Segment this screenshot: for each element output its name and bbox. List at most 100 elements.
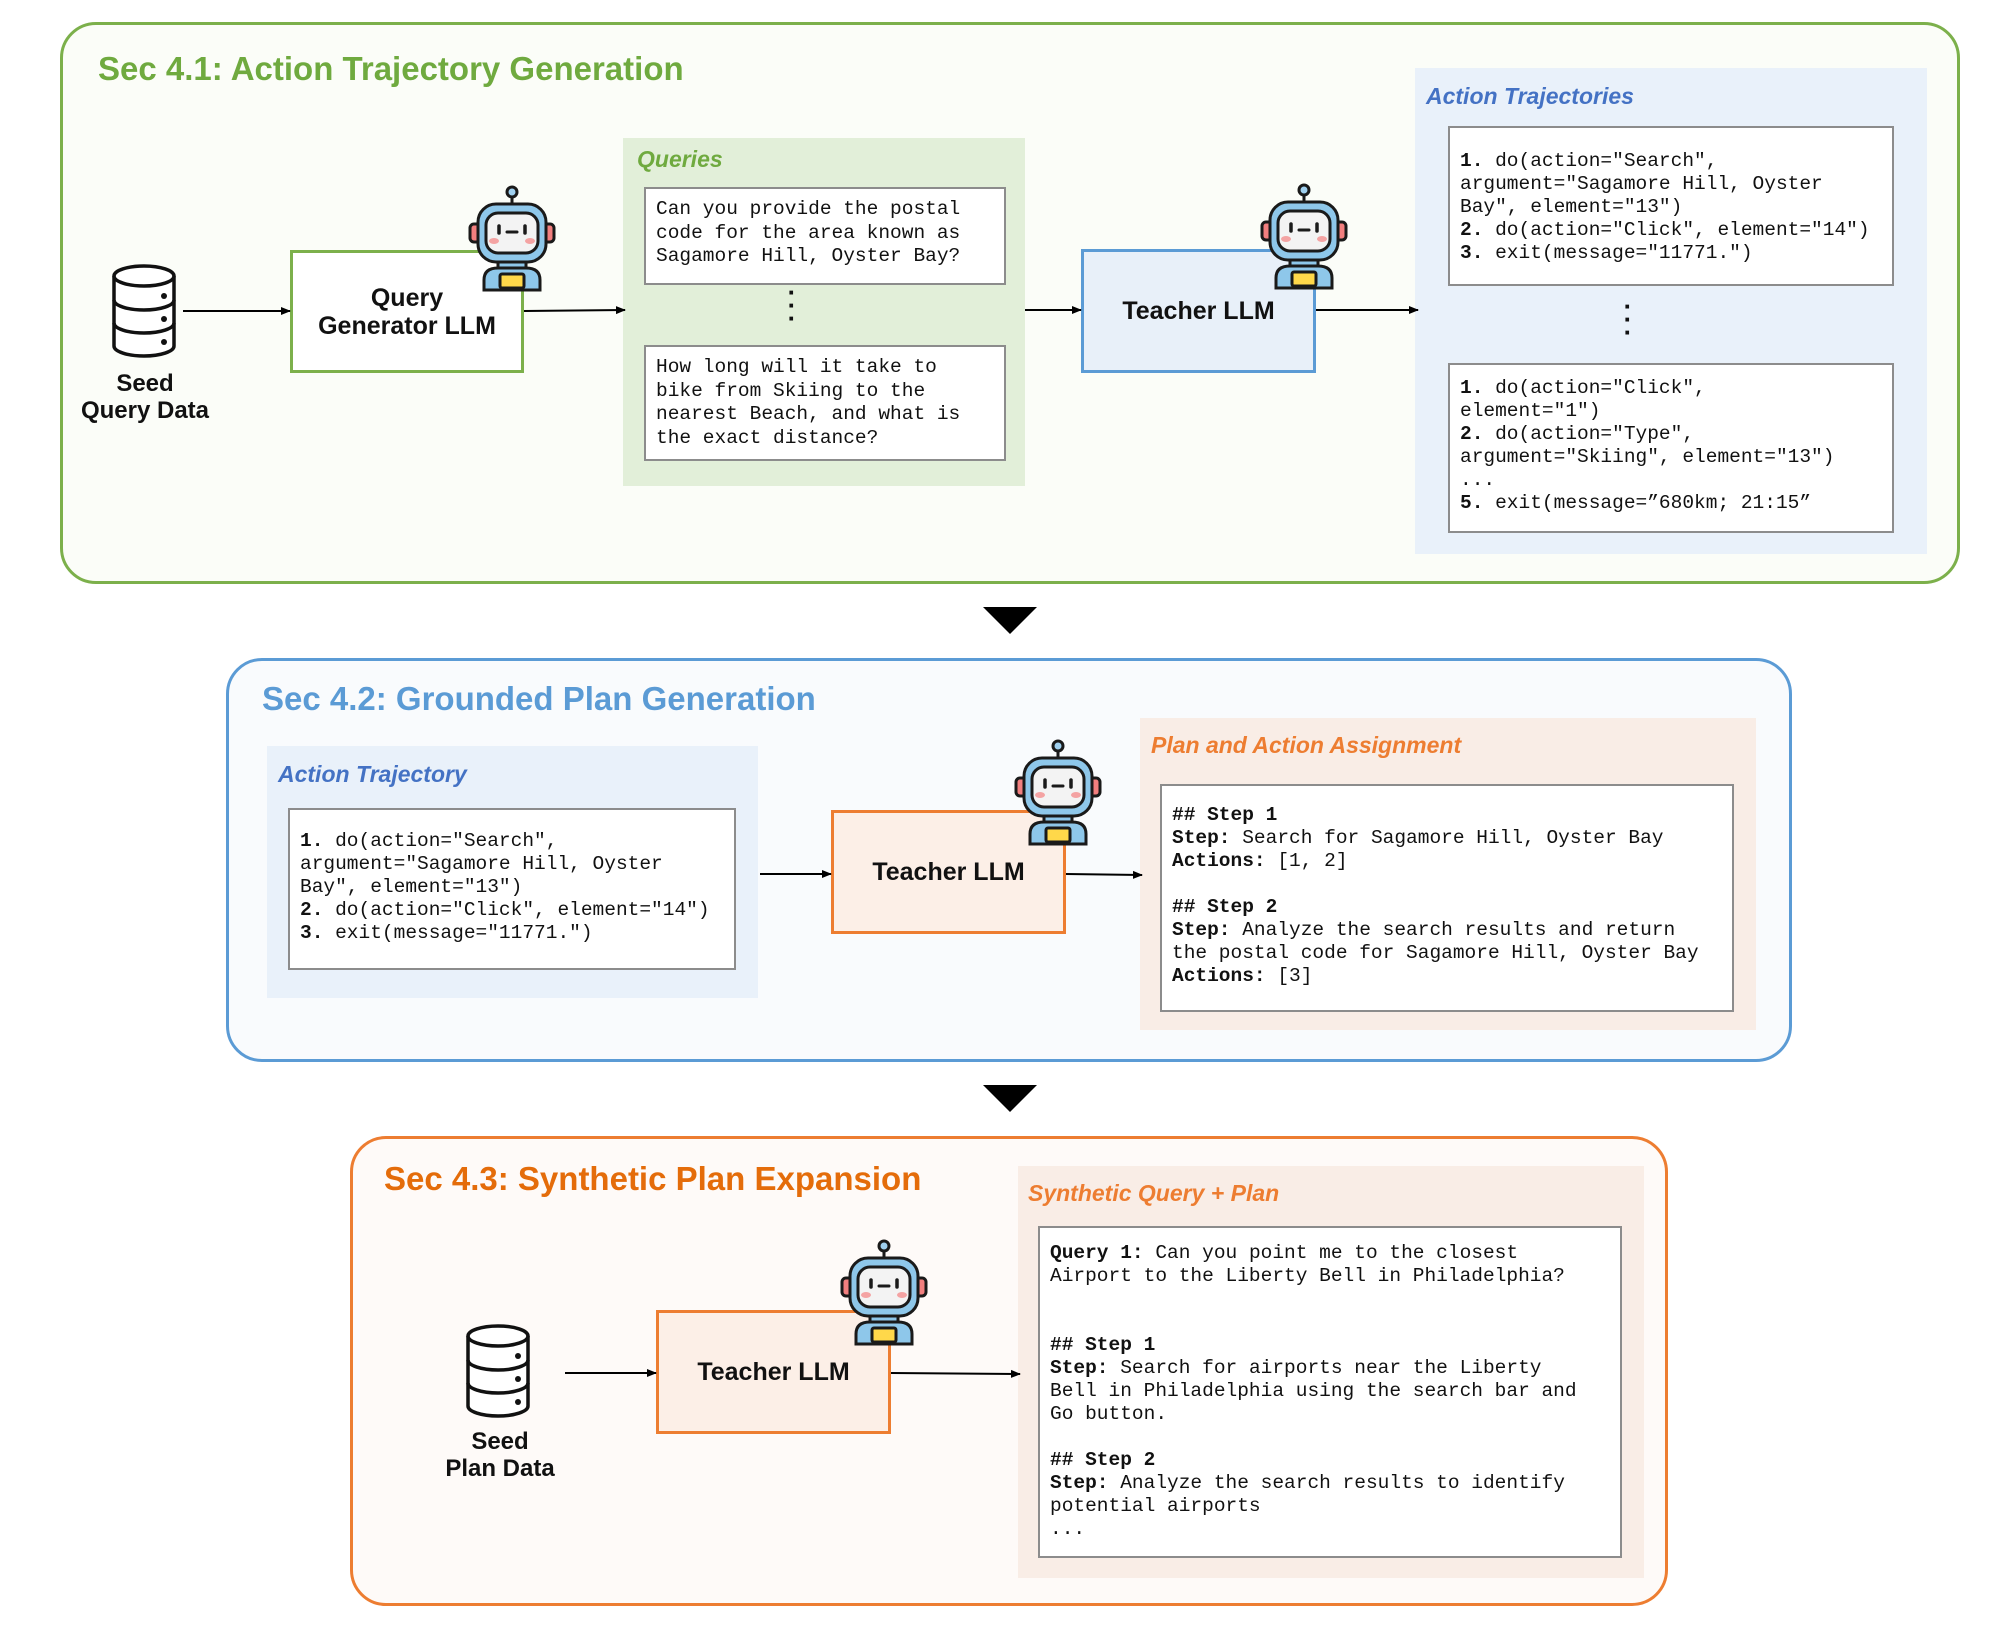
code-line: Airport to the Liberty Bell in Philadelp… [1050, 1265, 1610, 1288]
action-trajectories-title: Action Trajectories [1426, 83, 1634, 109]
code-line-text [1050, 1288, 1062, 1310]
ellipsis-vertical: ··· [1623, 291, 1633, 347]
teacher-llm-label: Teacher LLM [1122, 297, 1275, 325]
code-line-text: argument="Skiing", element="13") [1460, 446, 1835, 468]
code-line-text: potential airports [1050, 1495, 1261, 1517]
code-line-keyword: 3. [300, 922, 324, 944]
robot-icon [468, 185, 556, 292]
code-line-text: Airport to the Liberty Bell in Philadelp… [1050, 1265, 1565, 1287]
code-line: 2. do(action="Click", element="14") [1460, 219, 1882, 242]
code-line: the postal code for Sagamore Hill, Oyste… [1172, 942, 1722, 965]
code-line-text [1172, 873, 1184, 895]
code-line: Go button. [1050, 1403, 1610, 1426]
code-line-text: ... [1050, 1518, 1086, 1540]
code-line: 1. do(action="Click", [1460, 377, 1882, 400]
teacher-llm-box: Teacher LLM [656, 1310, 891, 1434]
seed-plan-data-label: Seed Plan Data [445, 1428, 555, 1482]
code-line-keyword: ## Step 2 [1050, 1449, 1156, 1471]
synthetic-query-plan-title: Synthetic Query + Plan [1028, 1180, 1280, 1206]
teacher-llm-label: Teacher LLM [697, 1358, 850, 1386]
code-line-text: do(action="Click", element="14") [1483, 219, 1870, 241]
robot-icon [840, 1239, 928, 1346]
code-line-keyword: ## Step 1 [1050, 1334, 1156, 1356]
code-line: Step: Analyze the search results to iden… [1050, 1472, 1610, 1495]
code-line-keyword: 1. [300, 830, 324, 852]
query-text: How long will it take to bike from Skiin… [656, 356, 961, 449]
code-line-text: exit(message=”680km; 21:15” [1483, 492, 1812, 514]
code-line-text: do(action="Search", [1483, 150, 1718, 172]
code-line-text: the postal code for Sagamore Hill, Oyste… [1172, 942, 1699, 964]
code-line: Actions: [1, 2] [1172, 850, 1722, 873]
code-line: 1. do(action="Search", [300, 830, 724, 853]
query-generator-llm-box: Query Generator LLM [290, 250, 524, 373]
code-line-text: exit(message="11771.") [323, 922, 593, 944]
code-line-keyword: Step: [1050, 1357, 1109, 1379]
trajectory-card-2: 1. do(action="Click",element="1")2. do(a… [1448, 363, 1894, 533]
code-line: ## Step 1 [1172, 804, 1722, 827]
query-generator-llm-label: Query Generator LLM [318, 283, 496, 340]
code-line: Step: Search for airports near the Liber… [1050, 1357, 1610, 1380]
teacher-llm-box: Teacher LLM [831, 810, 1066, 934]
robot-icon [1260, 183, 1348, 290]
code-line: element="1") [1460, 400, 1882, 423]
code-line-keyword: 2. [1460, 423, 1484, 445]
code-line-keyword: 1. [1460, 150, 1484, 172]
code-line-keyword: Step: [1172, 827, 1231, 849]
section-title: Sec 4.1: Action Trajectory Generation [98, 50, 684, 87]
code-line: Bay", element="13") [300, 876, 724, 899]
code-line: Query 1: Can you point me to the closest [1050, 1242, 1610, 1265]
code-line-keyword: ## Step 1 [1172, 804, 1278, 826]
code-line-keyword: 2. [300, 899, 324, 921]
code-line-text: argument="Sagamore Hill, Oyster [300, 853, 663, 875]
code-line-keyword: Step: [1172, 919, 1231, 941]
code-line: argument="Sagamore Hill, Oyster [1460, 173, 1882, 196]
code-line: ... [1460, 469, 1882, 492]
code-line: 3. exit(message="11771.") [300, 922, 724, 945]
code-line-keyword: 5. [1460, 492, 1484, 514]
database-icon [458, 1322, 538, 1420]
code-line-text: Analyze the search results to identify [1108, 1472, 1565, 1494]
ellipsis-vertical: ··· [787, 277, 797, 333]
code-line [1050, 1311, 1610, 1334]
synthetic-plan-card: Query 1: Can you point me to the closest… [1038, 1226, 1622, 1558]
plan-action-assignment-title: Plan and Action Assignment [1151, 732, 1462, 758]
code-line: Bell in Philadelphia using the search ba… [1050, 1380, 1610, 1403]
code-line: 1. do(action="Search", [1460, 150, 1882, 173]
code-line [1050, 1288, 1610, 1311]
code-line-text: Can you point me to the closest [1143, 1242, 1519, 1264]
triangle-down-icon [983, 607, 1037, 634]
code-line: ## Step 2 [1172, 896, 1722, 919]
code-line-text: Analyze the search results and return [1230, 919, 1676, 941]
code-line-keyword: 1. [1460, 377, 1484, 399]
seed-query-data-label: Seed Query Data [80, 370, 210, 424]
code-line: Actions: [3] [1172, 965, 1722, 988]
code-line-keyword: Step: [1050, 1472, 1109, 1494]
code-line-text: Bay", element="13") [1460, 196, 1683, 218]
database-icon [104, 262, 184, 360]
code-line-text: Search for Sagamore Hill, Oyster Bay [1230, 827, 1664, 849]
code-line-text: Go button. [1050, 1403, 1168, 1425]
code-line: 2. do(action="Click", element="14") [300, 899, 724, 922]
code-line-text: Search for airports near the Liberty [1108, 1357, 1542, 1379]
action-trajectory-title: Action Trajectory [278, 761, 467, 787]
code-line-text: do(action="Type", [1483, 423, 1695, 445]
teacher-llm-box: Teacher LLM [1081, 249, 1316, 373]
code-line-text: element="1") [1460, 400, 1601, 422]
code-line: 3. exit(message="11771.") [1460, 242, 1882, 265]
code-line: argument="Skiing", element="13") [1460, 446, 1882, 469]
code-line [1172, 873, 1722, 896]
code-line-text: do(action="Search", [323, 830, 558, 852]
code-line: 2. do(action="Type", [1460, 423, 1882, 446]
code-line: Bay", element="13") [1460, 196, 1882, 219]
code-line-text: argument="Sagamore Hill, Oyster [1460, 173, 1823, 195]
code-line-text: ... [1460, 469, 1496, 491]
trajectory-card: 1. do(action="Search",argument="Sagamore… [288, 808, 736, 970]
code-line-keyword: Actions: [1172, 850, 1266, 872]
trajectory-card-1: 1. do(action="Search",argument="Sagamore… [1448, 126, 1894, 286]
code-line-keyword: 2. [1460, 219, 1484, 241]
code-line [1050, 1426, 1610, 1449]
code-line: ## Step 1 [1050, 1334, 1610, 1357]
query-card-2: How long will it take to bike from Skiin… [644, 345, 1006, 461]
code-line-keyword: Actions: [1172, 965, 1266, 987]
code-line-text [1050, 1311, 1062, 1333]
